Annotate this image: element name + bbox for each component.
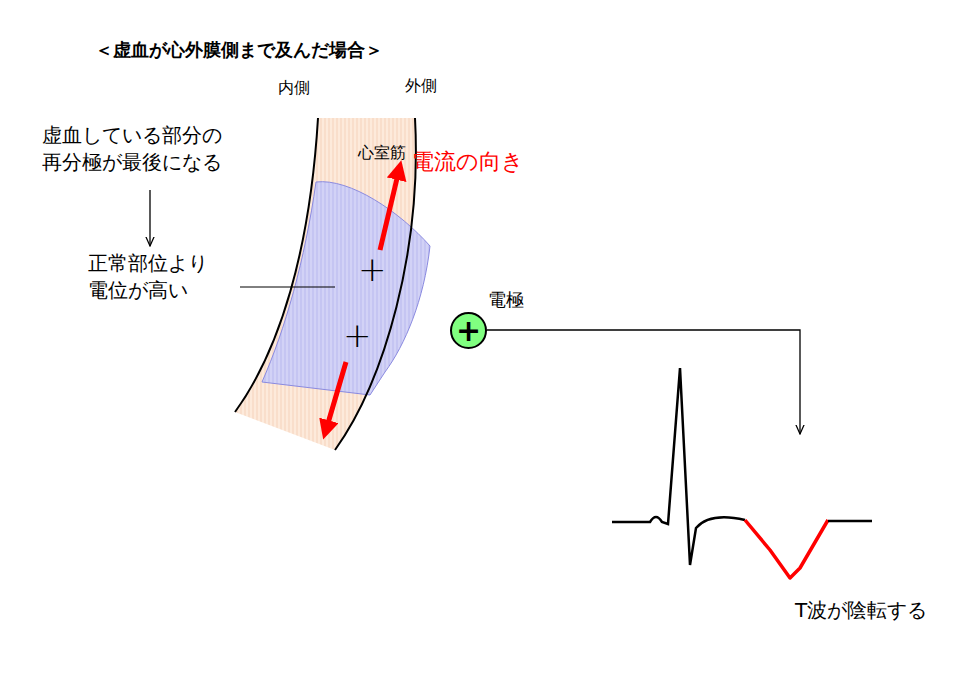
current-arrow: [326, 362, 346, 430]
epicardial-edge: [335, 118, 416, 450]
ecg-trace: [612, 368, 745, 565]
electrode-label: 電極: [488, 288, 524, 312]
note-text: 正常部位より 電位が高い: [88, 250, 216, 304]
side-label: 外側: [405, 76, 437, 97]
current-label: 電流の向き: [412, 148, 524, 177]
side-label: 内側: [278, 78, 310, 99]
flow-arrow: [149, 190, 150, 246]
result-label: T波が陰転する: [795, 597, 927, 623]
inverted-t-wave: [745, 520, 828, 578]
tissue-label: 心室筋: [358, 143, 406, 164]
leader-line: [240, 287, 335, 288]
charge-sign: +: [358, 252, 387, 286]
note-text: 虚血している部分の 再分極が最後になる: [42, 122, 238, 176]
endocardial-edge: [235, 118, 318, 412]
current-arrow: [380, 170, 399, 250]
diagram-title: ＜虚血が心外膜側まで及んだ場合＞: [95, 38, 383, 61]
ecg-baseline: [828, 520, 872, 523]
electrode-circle: +電極: [450, 312, 487, 349]
electrode-sign: +: [456, 316, 481, 346]
electrode-wire: [487, 330, 800, 434]
charge-sign: +: [343, 318, 372, 352]
